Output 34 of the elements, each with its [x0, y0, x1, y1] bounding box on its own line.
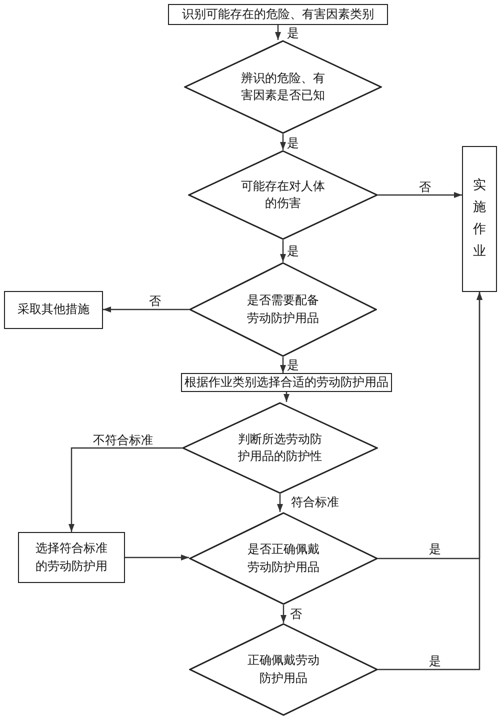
arrow: [277, 494, 283, 512]
edge-label: 是: [428, 542, 442, 556]
arrow: [280, 357, 286, 373]
decision-diamond: 判断所选劳动防护用品的防护性: [182, 402, 378, 494]
arrow: [280, 134, 286, 150]
process-box: 实施作业: [462, 146, 497, 292]
arrow: [378, 192, 462, 198]
decision-diamond: 是否需要配备劳动防护用品: [189, 262, 377, 357]
arrow: [280, 605, 286, 623]
edge-label: 符合标准: [290, 495, 340, 509]
decision-diamond: 可能存在对人体的伤害: [188, 150, 378, 240]
decision-diamond: 是否正确佩戴劳动防护用品: [189, 512, 378, 605]
arrow: [280, 240, 286, 262]
edge-label: 是: [286, 136, 300, 150]
arrow: [275, 25, 281, 40]
decision-diamond: 辨识的危险、有害因素是否已知: [184, 40, 382, 134]
edge-label: 否: [148, 294, 162, 308]
edge-label: 否: [289, 607, 303, 621]
decision-diamond: 正确佩戴劳动防护用品: [189, 623, 378, 716]
process-box: 选择符合标准的劳动防护用: [18, 532, 125, 583]
arrow: [68, 447, 182, 532]
edge-label: 是: [428, 654, 442, 668]
process-box: 识别可能存在的危险、有害因素类别: [168, 4, 388, 25]
process-box: 采取其他措施: [4, 291, 103, 329]
edge-label: 不符合标准: [92, 433, 154, 447]
arrow: [103, 306, 189, 312]
edge-label: 否: [418, 180, 432, 194]
arrow: [125, 554, 189, 560]
arrow: [284, 392, 290, 402]
edge-label: 是: [286, 26, 300, 40]
arrow: [378, 292, 482, 670]
edge-label: 是: [286, 244, 300, 258]
edge-label: 是: [286, 358, 300, 372]
process-box: 根据作业类别选择合适的劳动防护用品: [181, 373, 392, 392]
